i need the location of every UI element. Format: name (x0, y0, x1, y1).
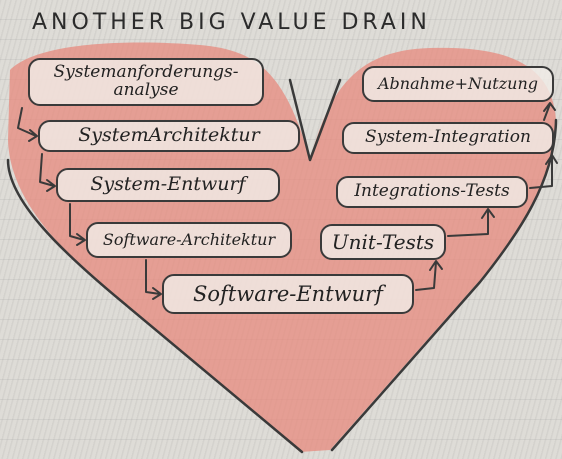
node-systemanforderungsanalyse-line1: Systemanforderungs- (53, 62, 239, 83)
node-software-architektur: Software-Architektur (86, 222, 292, 258)
node-unit-tests: Unit-Tests (320, 224, 446, 260)
node-system-integration-label: System-Integration (365, 127, 531, 148)
node-software-entwurf: Software-Entwurf (162, 274, 414, 314)
node-unit-tests-label: Unit-Tests (331, 229, 435, 254)
node-integrations-tests: Integrations-Tests (336, 176, 528, 208)
node-system-integration: System-Integration (342, 122, 554, 154)
node-systemanforderungsanalyse-line2: analyse (113, 80, 179, 100)
node-abnahme-nutzung: Abnahme+Nutzung (362, 66, 554, 102)
node-system-architektur: SystemArchitektur (38, 120, 300, 152)
node-software-architektur-label: Software-Architektur (102, 229, 276, 249)
node-system-entwurf-label: System-Entwurf (90, 173, 246, 196)
node-system-architektur-label: SystemArchitektur (78, 124, 260, 147)
node-systemanforderungsanalyse: Systemanforderungs- analyse (28, 58, 264, 106)
node-integrations-tests-label: Integrations-Tests (354, 181, 510, 202)
node-abnahme-nutzung-label: Abnahme+Nutzung (377, 73, 538, 93)
diagram-title: ANOTHER BIG VALUE DRAIN (32, 10, 431, 35)
node-software-entwurf-label: Software-Entwurf (193, 281, 383, 306)
node-system-entwurf: System-Entwurf (56, 168, 280, 202)
